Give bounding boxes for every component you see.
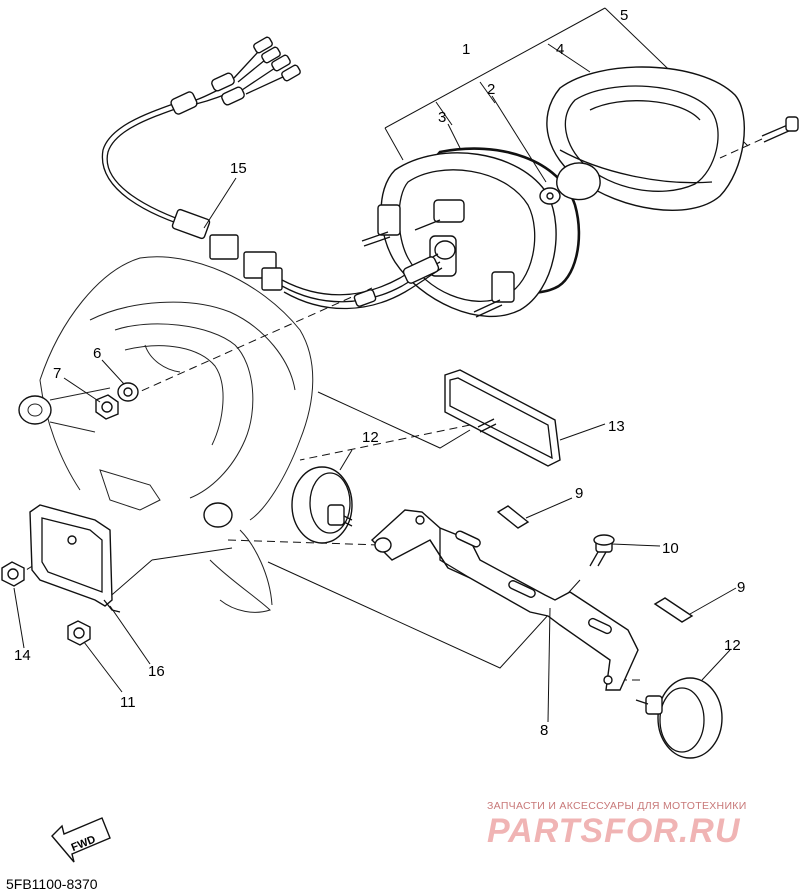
- callout-9-upper: 9: [575, 485, 583, 502]
- leader-lines: [13, 95, 737, 723]
- turn-signal-left-part-12: [291, 466, 353, 544]
- nut-part-14: [1, 561, 25, 587]
- nut-part-11: [67, 620, 91, 646]
- callout-16: 16: [148, 663, 165, 680]
- diagram-code: 5FB1100-8370: [6, 876, 98, 892]
- bracket-part-8: [370, 509, 639, 691]
- callout-2: 2: [487, 81, 495, 98]
- callout-1: 1: [462, 41, 470, 58]
- callout-9-lower: 9: [737, 579, 745, 596]
- pad-part-9-lower: [653, 597, 694, 623]
- taillight-body-part-1: [361, 147, 601, 318]
- callout-8: 8: [540, 722, 548, 739]
- pad-part-9-upper: [496, 505, 530, 529]
- callout-12-left: 12: [362, 429, 379, 446]
- callout-labels: 1 2 3 4 5 6 7 8 9 9 10 11 12 12 13 14 15…: [14, 7, 745, 739]
- callout-14: 14: [14, 647, 31, 664]
- callout-5: 5: [620, 7, 628, 24]
- callout-13: 13: [608, 418, 625, 435]
- callout-6: 6: [93, 345, 101, 362]
- washer-part-6: [117, 382, 139, 402]
- watermark-logo: PARTSFOR.RU: [487, 812, 741, 850]
- callout-12-right: 12: [724, 637, 741, 654]
- fwd-arrow-icon: FWD: [51, 817, 111, 863]
- callout-15: 15: [230, 160, 247, 177]
- reflector-part-13: [444, 369, 561, 467]
- callout-7: 7: [53, 365, 61, 382]
- bolt-part-10: [589, 534, 615, 567]
- turn-signal-right-part-12: [635, 677, 723, 759]
- lens-screw: [719, 116, 799, 159]
- watermark-tagline: ЗАПЧАСТИ И АКСЕССУАРЫ ДЛЯ МОТОТЕХНИКИ: [487, 800, 747, 812]
- callout-10: 10: [662, 540, 679, 557]
- license-bracket-part-16: [29, 504, 121, 613]
- wire-harness-part-15: [101, 36, 443, 310]
- socket-part-2: [556, 162, 601, 201]
- rear-fender-outline: [18, 256, 314, 613]
- nut-part-7: [95, 394, 119, 420]
- callout-4: 4: [556, 41, 564, 58]
- callout-3: 3: [438, 109, 446, 126]
- callout-11: 11: [120, 694, 136, 711]
